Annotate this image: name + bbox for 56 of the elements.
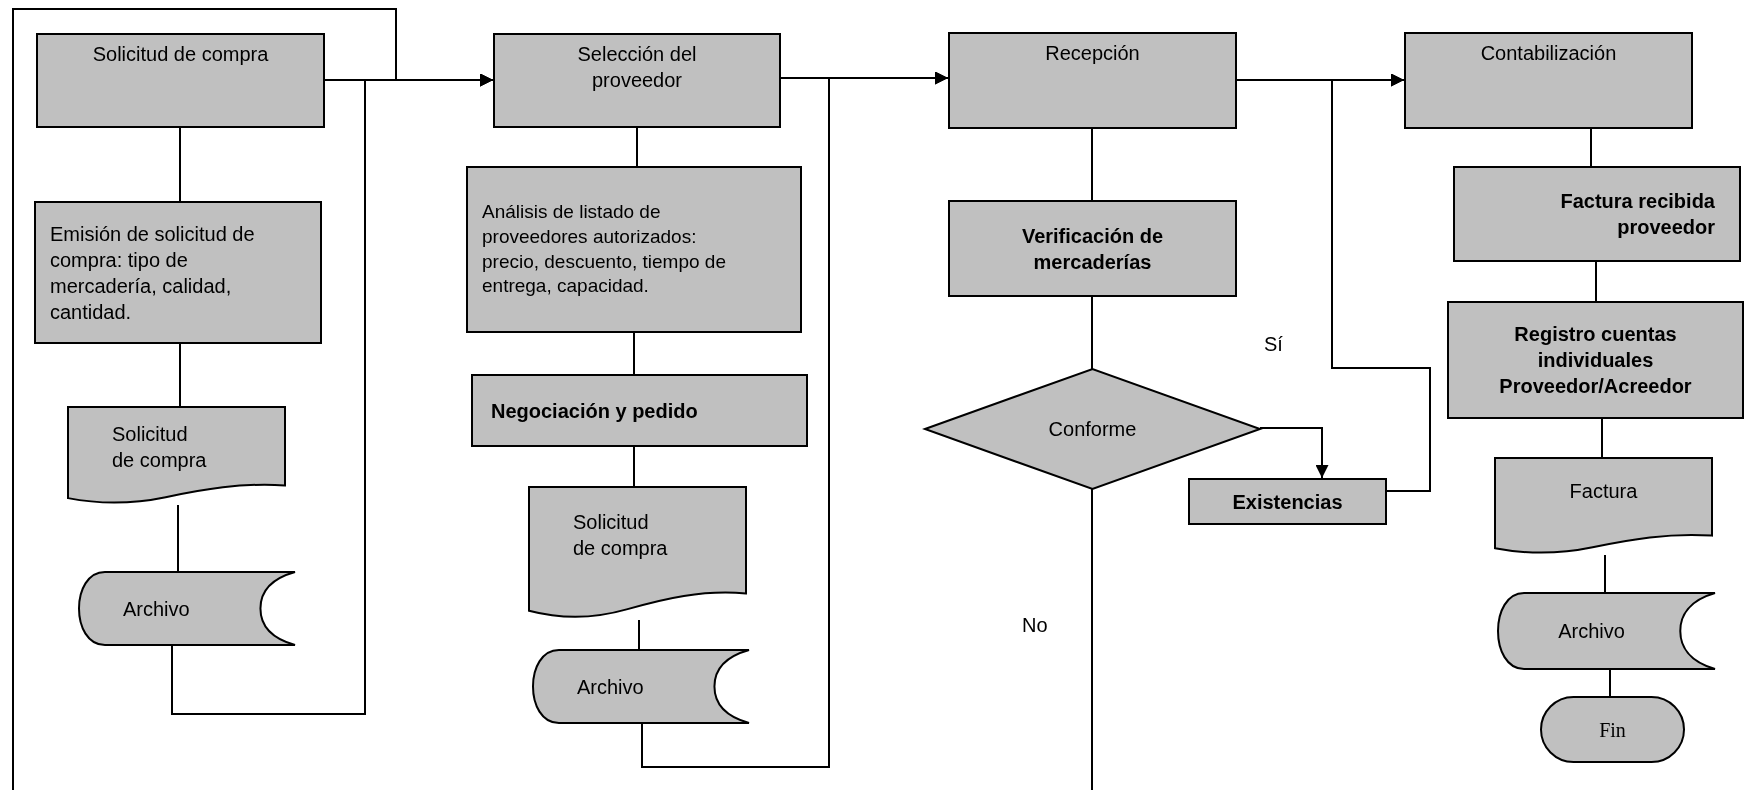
process-box <box>493 33 781 128</box>
arrow <box>1259 427 1329 479</box>
node-label: Fin <box>1599 717 1626 743</box>
arrow <box>12 8 494 790</box>
node-label: Conforme <box>1048 417 1137 442</box>
connector-line <box>1595 261 1597 302</box>
connector-line <box>1590 128 1592 167</box>
node-label: Factura recibida proveedor <box>1559 189 1715 240</box>
process-box <box>466 166 802 333</box>
arrow <box>641 71 949 768</box>
process-box <box>1404 32 1693 129</box>
process-box <box>34 201 322 344</box>
connector-line <box>1601 418 1603 459</box>
connector-line <box>633 446 635 488</box>
process-box <box>948 200 1237 297</box>
document-shape <box>1495 458 1712 555</box>
arrow <box>1331 73 1431 492</box>
node-label: Solicitud de compra <box>112 422 207 473</box>
process-box <box>1188 478 1387 525</box>
connector-line <box>1091 487 1093 790</box>
decision-diamond <box>925 369 1260 489</box>
node-label: Recepción <box>1045 41 1140 66</box>
node-label: Solicitud de compra <box>573 510 668 561</box>
process-box <box>471 374 808 447</box>
storage-shape <box>79 572 295 645</box>
node-label: Archivo <box>123 596 190 622</box>
document-shape <box>68 407 285 505</box>
node-label: Archivo <box>1558 619 1625 644</box>
node-label: Archivo <box>577 674 644 700</box>
node-label: Contabilización <box>1480 41 1617 66</box>
node-label: Análisis de listado de proveedores autorizados: precio, descuento, tiempo de entrega, capacidad. <box>482 200 727 299</box>
connector-line <box>1091 128 1093 201</box>
node-label: Existencias <box>1232 489 1343 515</box>
document-shape <box>529 487 746 620</box>
connector-line <box>636 127 638 167</box>
storage-shape <box>1498 593 1715 669</box>
connector-line <box>633 332 635 375</box>
process-box <box>948 32 1237 129</box>
node-label: Solicitud de compra <box>92 42 269 67</box>
connector-line <box>177 504 179 573</box>
process-box <box>36 33 325 128</box>
connector-line <box>1091 296 1093 371</box>
connector-line <box>638 619 640 651</box>
connector-line <box>1609 668 1611 697</box>
storage-shape <box>533 650 749 723</box>
connector-line <box>179 127 181 202</box>
node-label: Selección del proveedor <box>576 42 698 93</box>
node-label: Verificación de mercaderías <box>1020 223 1165 275</box>
node-label: Factura <box>1569 479 1638 504</box>
node-label: Negociación y pedido <box>491 398 698 424</box>
node-label: Registro cuentas individuales Proveedor/Acreedor <box>1498 322 1693 399</box>
node-label: Emisión de solicitud de compra: tipo de mercadería, calidad, cantidad. <box>50 221 256 325</box>
process-box <box>1453 166 1741 262</box>
connector-line <box>1604 554 1606 594</box>
process-box <box>1447 301 1744 419</box>
connector-line <box>179 343 181 408</box>
